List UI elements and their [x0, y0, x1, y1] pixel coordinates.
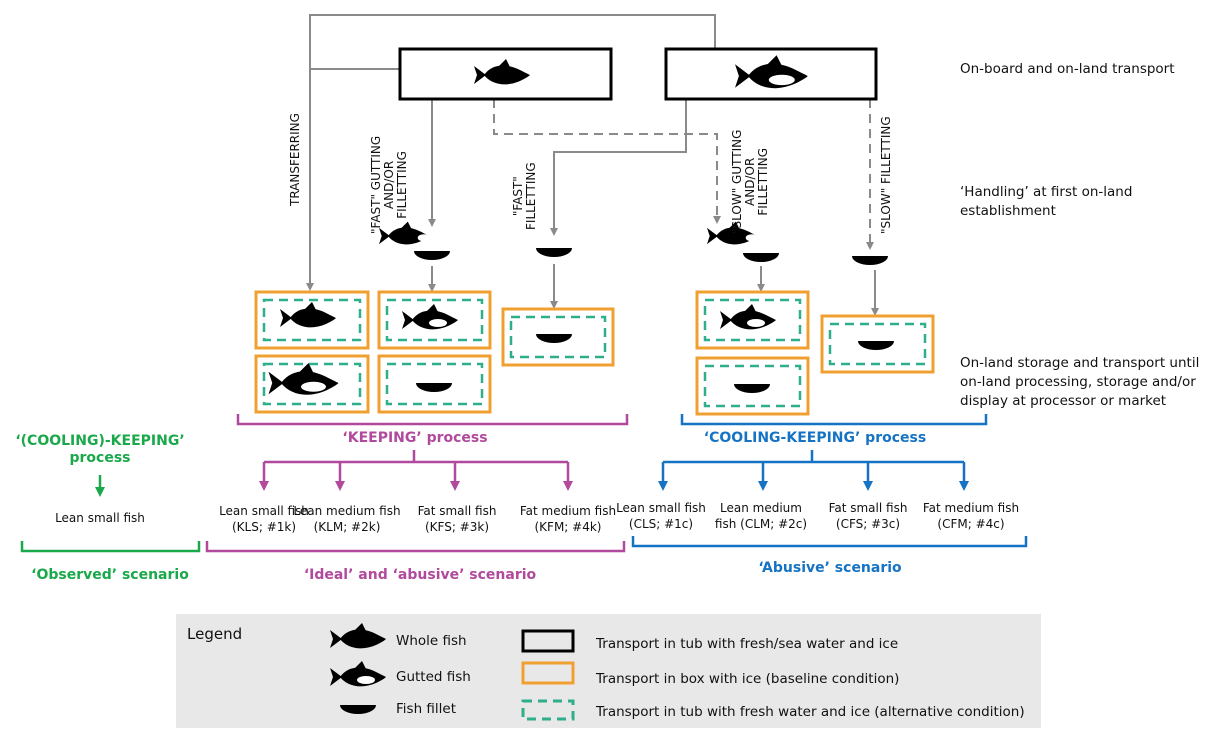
arrow-slow-gutting — [493, 99, 721, 224]
transport-connectors — [306, 14, 879, 316]
op-fast-gutting-label: "FAST" GUTTING AND/OR FILLETTING — [369, 135, 409, 234]
handling-fillet-right — [743, 253, 779, 262]
legend-tub-sea-swatch — [521, 629, 575, 653]
outcome-observed: Lean small fish — [55, 511, 145, 525]
op-slow-filletting-label: "SLOW" FILLETTING — [879, 116, 893, 234]
scenario-observed-label: ‘Observed’ scenario — [31, 567, 189, 583]
arrow-fast-filletting — [550, 99, 687, 236]
legend-fillet-label: Fish fillet — [396, 701, 457, 717]
process-cooling-keeping-label: ‘COOLING-KEEPING’ process — [703, 430, 927, 446]
box-slow-gutted — [695, 290, 810, 350]
outcome-cooling-1: Lean small fish (CLS; #1c) — [616, 501, 706, 531]
box-slow-gutted-icon — [720, 304, 776, 330]
legend-title: Legend — [187, 625, 243, 643]
handling-fillet-left — [414, 251, 450, 260]
legend-gutted-fish-label: Gutted fish — [396, 669, 471, 685]
stage-handling-label: ‘Handling’ at first on-land establishmen… — [960, 184, 1133, 219]
outcome-keeping-3: Fat small fish (KFS; #3k) — [417, 504, 497, 534]
observed-scenario-bracket — [20, 541, 201, 553]
legend-whole-fish-label: Whole fish — [396, 633, 467, 649]
outcome-keeping-2: Lean medium fish (KLM; #2k) — [293, 504, 401, 534]
legend-tub-sea-label: Transport in tub with fresh/sea water an… — [596, 636, 899, 652]
legend-background — [176, 614, 1041, 728]
legend-box-ice-swatch — [521, 661, 575, 685]
box-fast-fillet — [377, 354, 492, 414]
keeping-bracket — [236, 414, 629, 491]
scenario-abusive-label: ‘Abusive’ scenario — [758, 560, 902, 576]
legend-tub-fresh-label: Transport in tub with fresh water and ic… — [596, 704, 1025, 720]
handling-fillet-fast — [536, 248, 572, 257]
legend-gutted-fish-icon — [330, 661, 386, 687]
process-cooling-keeping-left-label: ‘(COOLING)-KEEPING’ process — [15, 433, 185, 466]
handling-gutted-fish-right — [707, 221, 759, 245]
op-transferring-label: TRANSFERRING — [288, 113, 302, 206]
process-keeping-label: ‘KEEPING’ process — [342, 430, 488, 446]
stage-transport-label: On-board and on-land transport — [960, 61, 1175, 77]
op-fast-filletting-label: "FAST" FILLETTING — [511, 162, 538, 230]
legend-box-ice-label: Transport in box with ice (baseline cond… — [596, 671, 900, 687]
tub-whole-fish — [398, 47, 613, 101]
outcome-cooling-2: Lean medium fish (CLM; #2c) — [714, 501, 808, 531]
outcome-cooling-3: Fat small fish (CFS; #3c) — [828, 501, 908, 531]
outcome-keeping-4: Fat medium fish (KFM; #4k) — [519, 504, 617, 534]
scenario-ideal-abusive-label: ‘Ideal’ and ‘abusive’ scenario — [303, 567, 537, 583]
box-fast-gutted-icon — [402, 304, 458, 330]
gutted-fish-icon — [735, 55, 808, 89]
box-gutted-fish-icon — [268, 363, 339, 395]
handling-gutted-fish-left — [379, 221, 431, 245]
op-slow-gutting-label: "SLOW" GUTTING AND/OR FILLETTING — [730, 129, 770, 234]
ideal-abusive-scenario-bracket — [205, 541, 626, 553]
handling-fillet-slow — [852, 256, 888, 265]
storage-boxes — [254, 290, 935, 416]
cooling-keeping-bracket — [658, 414, 988, 491]
connector-top-loop — [309, 14, 716, 70]
outcome-keeping-1: Lean small fish (KLS; #1k) — [219, 504, 309, 534]
legend-tub-fresh-swatch — [521, 699, 575, 721]
outcome-cooling-4: Fat medium fish (CFM; #4c) — [922, 501, 1020, 531]
stage-storage-label: On-land storage and transport until on-l… — [960, 355, 1200, 409]
abusive-scenario-bracket — [631, 536, 1028, 548]
